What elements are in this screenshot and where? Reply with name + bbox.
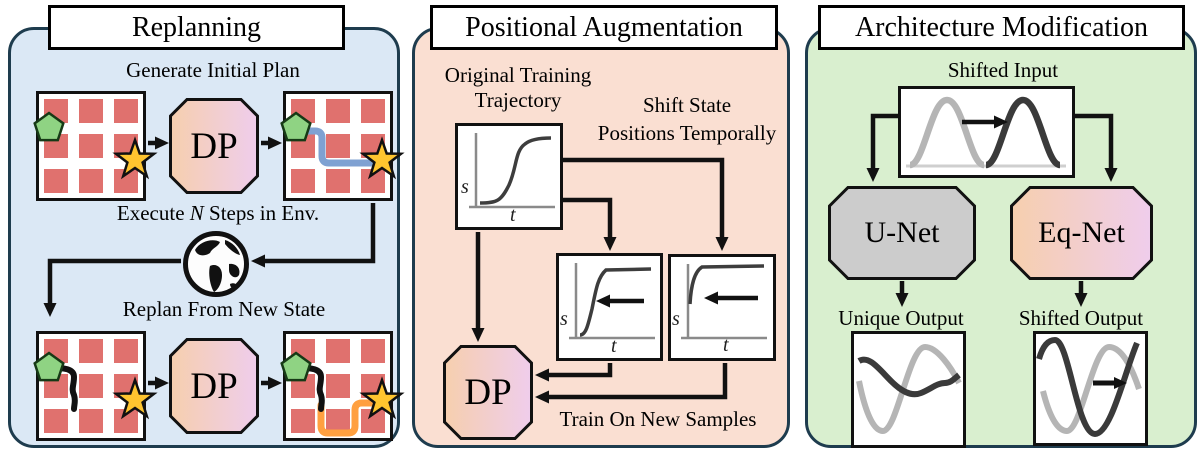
gridworld-initial [33, 91, 158, 201]
sigmoid-curve-shifted-more [688, 264, 765, 305]
diffusion-policy-node [169, 338, 259, 434]
architecture-modification-title: Architecture Modification [818, 5, 1185, 50]
axis-x-label: t [611, 335, 617, 357]
gaussian-shifted [984, 96, 1062, 169]
axis-y-label: s [560, 308, 568, 330]
executed-path-black [48, 365, 78, 412]
original-trajectory-plot [455, 123, 563, 230]
original-training-label-line2: Trajectory [474, 88, 562, 112]
shifted-input-plot [898, 86, 1075, 178]
axis-x-label: t [510, 204, 516, 226]
goal-star-icon [359, 136, 405, 180]
obstacle-grid [291, 339, 385, 433]
obstacle-grid [44, 99, 138, 193]
globe-icon [183, 231, 249, 297]
shift-left-arrow [704, 291, 718, 305]
unet-output-curve [857, 356, 961, 398]
obstacle-grid [291, 99, 385, 193]
diffusion-policy-node [443, 345, 533, 440]
axis-y-label: s [672, 308, 680, 330]
agent-pentagon-icon [33, 351, 65, 382]
agent-pentagon-icon [280, 351, 312, 382]
replan-from-new-state-label: Replan From New State [122, 297, 326, 321]
diffusion-policy-node [169, 98, 259, 194]
shift-left-arrow [596, 294, 610, 308]
unet-node [828, 186, 976, 280]
shifted-output-plot [1033, 331, 1148, 446]
agent-pentagon-icon [280, 111, 312, 142]
goal-star-icon [359, 376, 405, 420]
positional-augmentation-panel: Original Training Trajectory Shift State… [412, 27, 790, 448]
eqnet-label: Eq-Net [1038, 216, 1125, 249]
obstacle-grid [44, 339, 138, 433]
goal-star-icon [112, 376, 158, 420]
eqnet-output-sine [1036, 336, 1140, 438]
generate-initial-plan-label: Generate Initial Plan [126, 58, 300, 82]
sigmoid-curve-shifted [579, 267, 652, 337]
shifted-output-label: Shifted Output [1018, 306, 1144, 330]
shifted-trajectory-plot-2 [668, 254, 776, 361]
input-sine-gray [1040, 343, 1142, 435]
dp-label-bottom: DP [190, 365, 238, 407]
execute-steps-label: Execute N Steps in Env. [116, 201, 320, 225]
gridworld-new-state [33, 331, 158, 441]
sigmoid-curve [479, 136, 552, 205]
train-on-new-samples-label: Train On New Samples [559, 407, 757, 431]
shift-state-label-line1: Shift State [642, 93, 732, 117]
agent-pentagon-icon [33, 111, 65, 142]
replanned-path-orange [317, 399, 382, 437]
shifted-input-label: Shifted Input [947, 58, 1059, 82]
shifted-trajectory-plot-1 [556, 253, 663, 361]
unet-label: U-Net [864, 216, 940, 249]
unique-output-plot [851, 331, 966, 448]
goal-star-icon [112, 136, 158, 180]
dp-label: DP [464, 372, 512, 413]
gaussian-original [908, 96, 986, 169]
gridworld-initial-plan [280, 91, 405, 201]
replanning-title: Replanning [48, 5, 345, 50]
eqnet-node [1010, 186, 1153, 280]
shift-state-label-line2: Positions Temporally [597, 121, 777, 145]
shift-right-arrow [994, 115, 1008, 129]
unique-output-label: Unique Output [838, 306, 964, 330]
planned-path-blue [293, 127, 381, 167]
gridworld-replanned [280, 331, 405, 441]
positional-augmentation-title: Positional Augmentation [430, 5, 778, 50]
replanning-panel: Generate Initial Plan DP [8, 27, 405, 448]
axis-y-label: s [461, 176, 469, 198]
dp-label-top: DP [190, 125, 238, 167]
axis-x-label: t [723, 334, 729, 356]
shift-right-arrow [1114, 377, 1127, 389]
executed-path-black [295, 365, 325, 412]
original-training-label-line1: Original Training [444, 63, 592, 87]
architecture-modification-panel: Shifted Input U-Net Eq-Net Unique Output… [805, 27, 1197, 448]
